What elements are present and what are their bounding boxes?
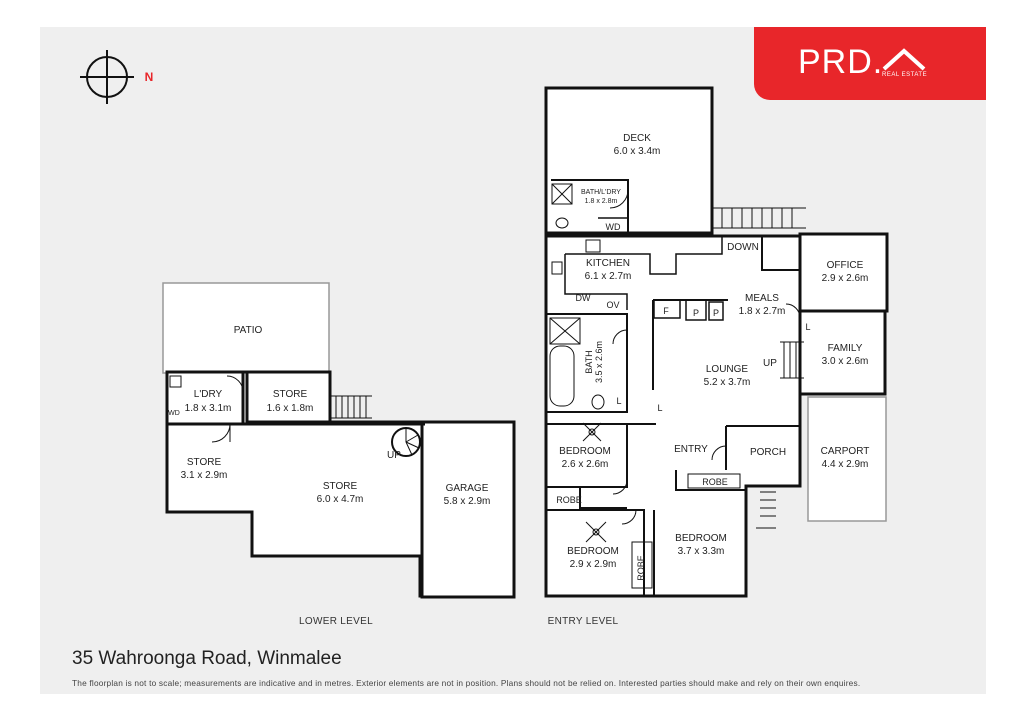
deck-size: 6.0 x 3.4m — [614, 146, 661, 157]
store-small-size: 1.6 x 1.8m — [267, 403, 314, 414]
ldry-lower-name: L'DRY — [194, 389, 223, 400]
robe-label-3: ROBE — [636, 555, 646, 581]
bedroom1-name: BEDROOM — [559, 446, 611, 457]
wd-lower-label: WD — [168, 410, 180, 417]
bedroom2-name: BEDROOM — [567, 546, 619, 557]
lower-level-caption: LOWER LEVEL — [299, 616, 373, 627]
bedroom2-size: 2.9 x 2.9m — [570, 559, 617, 570]
pantry-label-2: P — [713, 308, 719, 318]
lounge-size: 5.2 x 3.7m — [704, 377, 751, 388]
property-address: 35 Wahroonga Road, Winmalee — [72, 648, 342, 669]
carport-name: CARPORT — [821, 446, 870, 457]
bath-ldry-name: BATH/L'DRY — [581, 189, 621, 196]
kitchen-size: 6.1 x 2.7m — [585, 271, 632, 282]
store-left-name: STORE — [187, 457, 222, 468]
linen-label-2: L — [657, 403, 662, 413]
garage-size: 5.8 x 2.9m — [444, 496, 491, 507]
ldry-lower-size: 1.8 x 3.1m — [185, 403, 232, 414]
bedroom3-name: BEDROOM — [675, 533, 727, 544]
family-size: 3.0 x 2.6m — [822, 356, 869, 367]
linen-label-1: L — [616, 396, 621, 406]
entry-level-caption: ENTRY LEVEL — [548, 616, 619, 627]
store-small-name: STORE — [273, 389, 308, 400]
robe-label-1: ROBE — [556, 495, 582, 505]
brand-logo-text: PRD. — [798, 43, 884, 81]
robe-label-2: ROBE — [702, 477, 728, 487]
compass-north-label: N — [145, 70, 154, 84]
carport-size: 4.4 x 2.9m — [822, 459, 869, 470]
office-size: 2.9 x 2.6m — [822, 273, 869, 284]
patio-label: PATIO — [234, 325, 263, 336]
entry-level-fixtures — [549, 183, 806, 589]
compass-icon — [80, 50, 134, 104]
deck-name: DECK — [623, 133, 651, 144]
bedroom3-size: 3.7 x 3.3m — [678, 546, 725, 557]
meals-name: MEALS — [745, 293, 779, 304]
kitchen-name: KITCHEN — [586, 258, 630, 269]
family-name: FAMILY — [828, 343, 863, 354]
store-main-size: 6.0 x 4.7m — [317, 494, 364, 505]
floorplan-disclaimer: The floorplan is not to scale; measureme… — [72, 678, 861, 688]
meals-size: 1.8 x 2.7m — [739, 306, 786, 317]
pantry-label-1: P — [693, 308, 699, 318]
brand-subtitle: REAL ESTATE — [882, 72, 928, 78]
office-name: OFFICE — [827, 260, 864, 271]
lower-level-details — [167, 375, 502, 598]
bedroom1-size: 2.6 x 2.6m — [562, 459, 609, 470]
entry-level-walls — [544, 86, 889, 598]
up-entry-label: UP — [763, 358, 777, 369]
wd-upper-label: WD — [606, 222, 621, 232]
down-label: DOWN — [727, 242, 759, 253]
bath-ldry-size: 1.8 x 2.8m — [585, 198, 618, 205]
garage-name: GARAGE — [446, 483, 489, 494]
fridge-label: F — [663, 306, 669, 316]
house-roof-icon — [882, 48, 926, 71]
linen-label-3: L — [805, 322, 810, 332]
dw-label: DW — [576, 293, 591, 303]
ov-label: OV — [606, 300, 619, 310]
up-lower-label: UP — [387, 450, 401, 461]
lounge-name: LOUNGE — [706, 364, 749, 375]
lower-level-walls — [162, 282, 516, 599]
bath-name: BATH — [584, 350, 594, 373]
store-left-size: 3.1 x 2.9m — [181, 470, 228, 481]
entry-label: ENTRY — [674, 444, 708, 455]
porch-label: PORCH — [750, 447, 786, 458]
bath-size: 3.5 x 2.6m — [594, 341, 604, 383]
entry-level-partitions — [546, 179, 800, 596]
brand-logo-panel: PRD. REAL ESTATE — [754, 27, 986, 100]
store-main-name: STORE — [323, 481, 358, 492]
